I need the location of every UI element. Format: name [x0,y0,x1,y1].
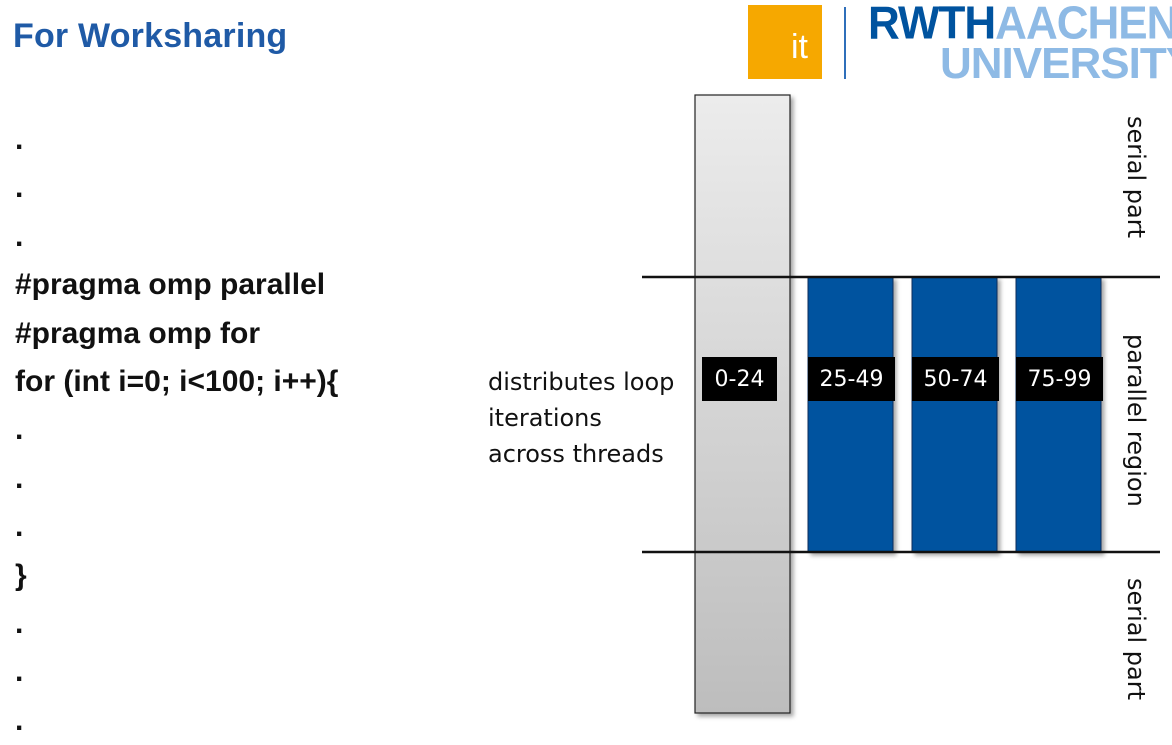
iteration-range-label: 50-74 [912,357,999,401]
worksharing-annotation: distributes loop iterations across threa… [488,364,698,472]
code-line: #pragma omp parallel [15,268,326,302]
iteration-range-label: 25-49 [808,357,895,401]
code-line: #pragma omp for [15,316,261,350]
code-line: } [15,558,27,592]
worker-thread-bar [1015,276,1102,553]
rwth-logo-light: AACHEN [995,0,1172,50]
serial-part-bottom-label: serial part [1122,578,1150,701]
rwth-logo-line1: RWTHAACHEN [868,0,1172,48]
code-line: . [15,219,24,253]
code-line: . [15,655,24,689]
iteration-range-label: 0-24 [702,357,777,401]
worker-thread-bar [807,276,894,553]
code-line: . [15,413,24,447]
parallel-region-label: parallel region [1122,334,1150,507]
code-line: . [15,606,24,640]
code-line: . [15,123,24,156]
code-line: . [15,171,24,205]
rwth-logo-strong: RWTH [868,0,996,50]
code-block: . . . #pragma omp parallel #pragma omp f… [15,116,435,745]
master-thread-bar [694,94,791,714]
code-line: for (int i=0; i<100; i++){ [15,364,339,398]
iteration-range-label: 75-99 [1016,357,1103,401]
code-line: . [15,703,24,737]
annotation-line: iterations [488,404,602,432]
rwth-logo-line2: UNIVERSITY [940,39,1172,88]
rwth-it-logo: it RWTHAACHEN UNIVERSITY [748,0,1172,87]
slide-title: For Worksharing [13,17,288,55]
annotation-line: distributes loop [488,368,675,396]
worker-thread-bar [911,276,998,553]
it-logo-box: it [748,5,822,79]
logo-divider [844,7,846,79]
code-line: . [15,510,24,544]
annotation-line: across threads [488,440,664,468]
code-line: . [15,461,24,495]
serial-part-top-label: serial part [1122,116,1150,239]
